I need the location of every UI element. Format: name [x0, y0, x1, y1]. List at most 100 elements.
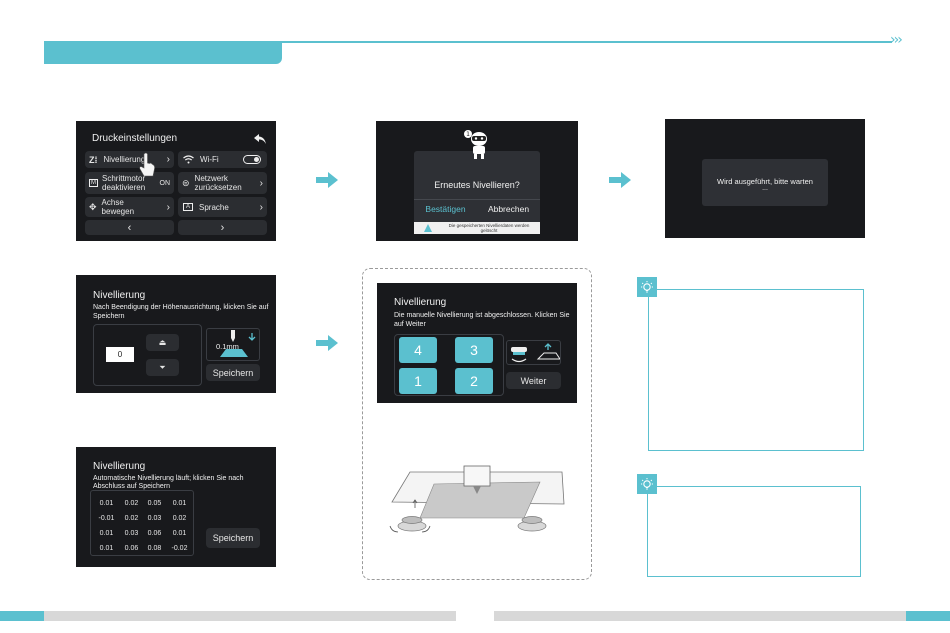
menu-item-network-reset[interactable]: ⊜ Netzwerk zurücksetzen ›: [178, 172, 267, 194]
screen-subtitle: Die manuelle Nivellierung ist abgeschlos…: [394, 312, 570, 328]
processing-dots: ...: [762, 185, 768, 192]
step-size: 0.1mm: [216, 342, 239, 351]
knob-panel: [506, 340, 561, 365]
mascot-icon: 1: [464, 130, 487, 159]
mesh-value: -0.02: [171, 545, 188, 552]
lightbulb-icon: [637, 474, 657, 494]
screen-subtitle: Automatische Nivellierung läuft; klicken…: [93, 475, 244, 490]
chevron-right-icon: ›: [259, 201, 263, 213]
wifi-toggle[interactable]: [243, 155, 261, 164]
motor-icon: M: [89, 179, 98, 187]
hand-pointer-icon: [139, 152, 155, 177]
move-axis-icon: ✥: [89, 201, 97, 212]
footer-accent-left: [0, 611, 44, 621]
stepper-state: ON: [159, 179, 171, 187]
menu-item-label: Nivellierung: [103, 155, 146, 164]
step-panel: [206, 328, 260, 361]
chevron-right-icon: ›: [166, 201, 170, 213]
corner-button-1[interactable]: 1: [399, 368, 437, 394]
corner-button-3[interactable]: 3: [455, 337, 493, 363]
mesh-value: 0.06: [124, 545, 139, 552]
dialog-title: Erneutes Nivellieren?: [434, 180, 520, 190]
warning-text: Die gespeicherten Nivellierdaten werden …: [448, 222, 530, 234]
corner-button-4[interactable]: 4: [399, 337, 437, 363]
lightbulb-icon: [637, 277, 657, 297]
screen-title: Nivellierung: [394, 297, 447, 308]
screen-title: Druckeinstellungen: [92, 133, 178, 144]
flow-arrow-icon: [609, 172, 631, 188]
processing-message: Wird ausgeführt, bitte warten: [717, 177, 813, 186]
section-header-bar: [44, 41, 282, 64]
screen-print-settings: Druckeinstellungen Z⁞ Nivellierung › Wi-…: [76, 121, 276, 241]
screen-processing: Wird ausgeführt, bitte warten ...: [665, 119, 865, 238]
nozzle-up-button[interactable]: ⏏: [146, 334, 179, 351]
printer-bed-illustration: [389, 465, 565, 533]
screen-title: Nivellierung: [93, 461, 146, 472]
nozzle-bed-icon: [220, 330, 256, 357]
mesh-value: 0.02: [172, 515, 187, 522]
manual-leveling-group: [362, 268, 592, 580]
save-button[interactable]: Speichern: [206, 528, 260, 548]
mesh-value: 0.03: [124, 530, 139, 537]
screen-subtitle: Nach Beendigung der Höhenausrichtung, kl…: [93, 304, 269, 320]
screen-leveling-adjust: Nivellierung Nach Beendigung der Höhenau…: [76, 275, 276, 393]
warning-bar: Die gespeicherten Nivellierdaten werden …: [414, 222, 540, 234]
dialog-divider: [414, 199, 540, 200]
chevrons-right-icon: ›››: [890, 32, 903, 48]
menu-item-stepper[interactable]: M Schrittmotor deaktivieren ON: [85, 172, 174, 194]
mesh-value: -0.01: [98, 515, 115, 522]
footer-accent-right: [906, 611, 950, 621]
chevron-right-icon: ›: [166, 154, 170, 165]
page-prev-button[interactable]: ‹: [85, 220, 174, 235]
svg-text:1: 1: [466, 131, 470, 138]
network-reset-icon: ⊜: [182, 177, 190, 188]
mesh-value: 0.03: [147, 515, 162, 522]
save-button[interactable]: Speichern: [206, 364, 260, 381]
menu-item-wifi[interactable]: Wi-Fi: [178, 151, 267, 168]
mesh-value: 0.01: [172, 500, 187, 507]
confirm-button[interactable]: Bestätigen: [425, 204, 466, 214]
wifi-icon: [183, 155, 194, 164]
mesh-grid: 0.01 0.02 0.05 0.01 -0.01 0.02 0.03 0.02…: [90, 490, 194, 556]
back-arrow-icon[interactable]: [253, 133, 267, 145]
warning-triangle-icon: [424, 224, 432, 232]
screen-title: Nivellierung: [93, 290, 146, 301]
mesh-value: 0.01: [99, 545, 114, 552]
flow-arrow-icon: [316, 172, 338, 188]
mesh-value: 0.01: [99, 530, 114, 537]
screen-relevel-dialog: 1 Erneutes Nivellieren? Bestätigen Abbre…: [376, 121, 578, 241]
adjust-knob-icon: [511, 343, 560, 363]
footer-bar-right: [494, 611, 906, 621]
offset-value: 0: [106, 347, 134, 362]
chevron-right-icon: ›: [259, 177, 263, 189]
next-button[interactable]: Weiter: [506, 372, 561, 389]
header-rule: [282, 41, 892, 43]
cancel-button[interactable]: Abbrechen: [487, 204, 530, 214]
language-icon: A: [183, 203, 194, 211]
corner-panel: [394, 334, 504, 396]
corner-button-2[interactable]: 2: [455, 368, 493, 394]
leveling-icon: Z⁞: [89, 154, 98, 165]
dialog: [414, 151, 540, 224]
menu-item-label: Netzwerk zurücksetzen: [194, 174, 242, 192]
processing-dialog: [702, 159, 828, 206]
menu-item-move-axis[interactable]: ✥ Achse bewegen ›: [85, 197, 174, 217]
menu-item-leveling[interactable]: Z⁞ Nivellierung ›: [85, 151, 174, 168]
adjust-panel: [93, 324, 202, 386]
tip-box: [647, 486, 861, 577]
mesh-value: 0.06: [147, 530, 162, 537]
mesh-value: 0.02: [124, 515, 139, 522]
menu-item-label: Achse bewegen: [101, 198, 135, 216]
page-next-button[interactable]: ›: [178, 220, 267, 235]
mesh-value: 0.01: [172, 530, 187, 537]
menu-item-label: Schrittmotor deaktivieren: [102, 174, 146, 192]
mesh-value: 0.02: [124, 500, 139, 507]
nozzle-down-button[interactable]: ⏷: [146, 359, 179, 376]
screen-manual-leveling: Nivellierung Die manuelle Nivellierung i…: [377, 283, 577, 403]
mesh-value: 0.01: [99, 500, 114, 507]
menu-item-language[interactable]: A Sprache ›: [178, 197, 267, 217]
footer-bar-left: [44, 611, 456, 621]
mesh-value: 0.05: [147, 500, 162, 507]
menu-item-label: Sprache: [199, 202, 229, 212]
flow-arrow-icon: [316, 335, 338, 351]
